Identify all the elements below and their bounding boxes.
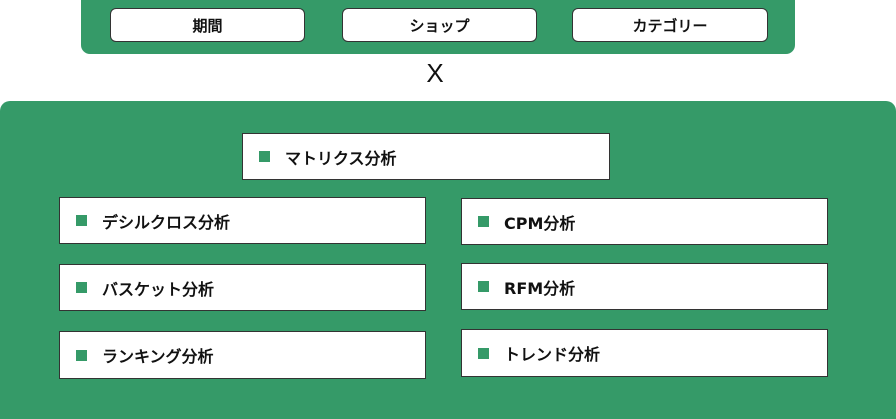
filter-period-button[interactable]: 期間 (110, 8, 305, 42)
analysis-card-rfm[interactable]: RFM分析 (461, 263, 828, 310)
analysis-card-label: デシルクロス分析 (102, 212, 231, 232)
analysis-card-label: バスケット分析 (102, 279, 215, 299)
bullet-square-icon (478, 281, 489, 292)
cross-operator: X (426, 58, 444, 88)
bullet-square-icon (76, 349, 87, 361)
analysis-card-decile-cross[interactable]: デシルクロス分析 (59, 197, 426, 244)
filter-shop-button[interactable]: ショップ (342, 8, 537, 42)
analysis-card-matrix[interactable]: マトリクス分析 (242, 133, 610, 180)
bullet-square-icon (478, 347, 489, 359)
analysis-card-ranking[interactable]: ランキング分析 (59, 331, 426, 379)
analysis-card-label: トレンド分析 (504, 345, 601, 364)
analysis-panel: マトリクス分析 デシルクロス分析 バスケット分析 ランキング分析 CPM分析 R… (0, 101, 896, 419)
bullet-square-icon (478, 216, 489, 227)
analysis-card-label: ランキング分析 (102, 347, 214, 366)
analysis-card-label: CPM分析 (504, 213, 576, 233)
analysis-card-trend[interactable]: トレンド分析 (461, 329, 828, 377)
filter-bar: 期間 ショップ カテゴリー (81, 0, 795, 54)
analysis-card-label: マトリクス分析 (285, 148, 397, 168)
analysis-card-basket[interactable]: バスケット分析 (59, 264, 426, 311)
bullet-square-icon (76, 215, 87, 226)
bullet-square-icon (76, 282, 87, 293)
analysis-card-cpm[interactable]: CPM分析 (461, 198, 828, 245)
bullet-square-icon (259, 151, 270, 162)
analysis-card-label: RFM分析 (504, 278, 576, 298)
filter-category-button[interactable]: カテゴリー (572, 8, 768, 42)
